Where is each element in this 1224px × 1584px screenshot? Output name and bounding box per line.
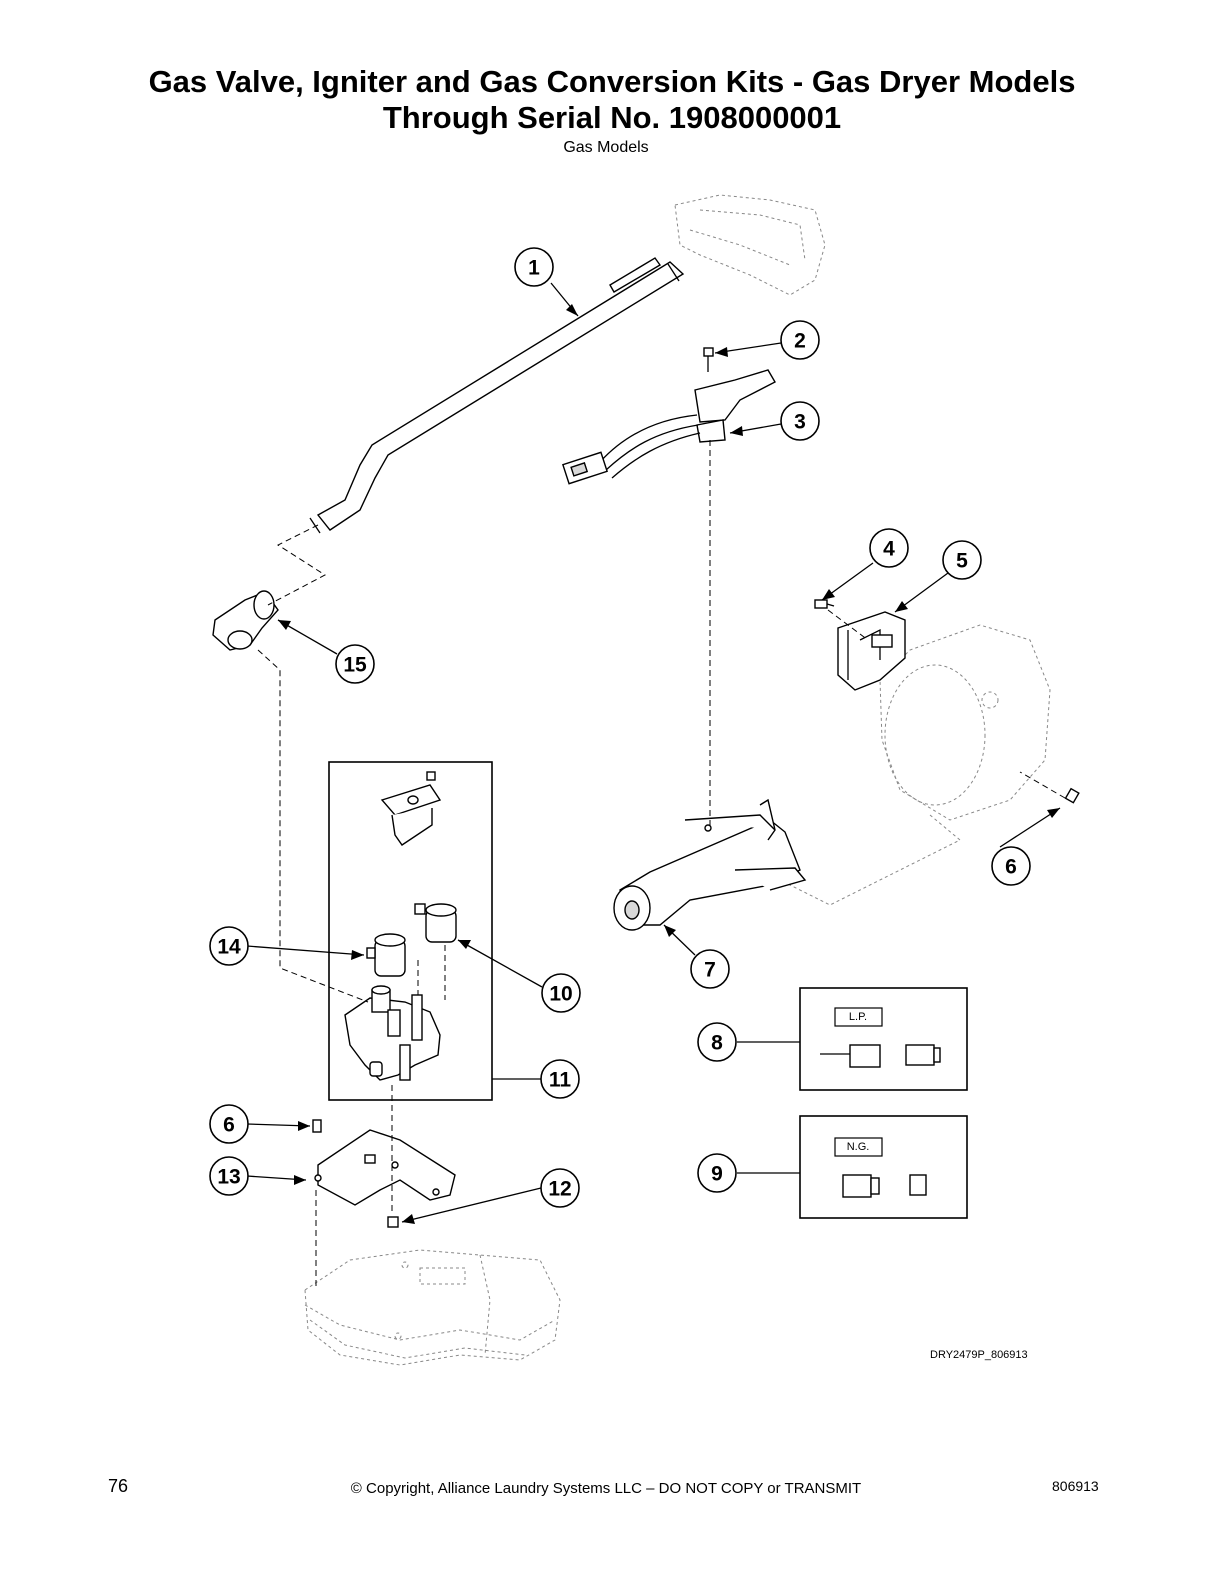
part-valve-mounting-plate [314,1129,456,1206]
callout-arrowheads [278,304,1060,1224]
callout-15: 15 [335,644,375,684]
svg-text:3: 3 [794,411,806,434]
callout-12: 12 [540,1168,580,1208]
diagram-title-line1: Gas Valve, Igniter and Gas Conversion Ki… [148,64,1076,99]
page-number: 76 [108,1476,129,1496]
drawing-id: DRY2479P_806913 [930,1349,1028,1361]
callout-3: 3 [780,401,820,441]
diagram-subtitle: Gas Models [563,139,649,156]
svg-text:7: 7 [704,959,716,982]
part-coil-right [414,903,457,943]
callout-14: 14 [209,926,249,966]
ghost-burner-housing [779,624,1051,906]
svg-text:6: 6 [1005,856,1017,879]
part-igniter-bracket [837,611,906,691]
svg-text:13: 13 [217,1166,240,1189]
part-plate-screw [387,1216,399,1228]
svg-text:4: 4 [883,538,895,561]
lp-kit-label: L.P. [849,1011,867,1023]
callout-5: 5 [942,540,982,580]
svg-text:10: 10 [549,983,572,1006]
lp-conversion-kit-box [799,987,968,1091]
svg-text:9: 9 [711,1163,723,1186]
callout-9: 9 [697,1153,737,1193]
part-gas-valve [344,985,441,1081]
callout-4: 4 [869,528,909,568]
ghost-base-plate [304,1249,561,1366]
callout-10: 10 [541,973,581,1013]
callout-2: 2 [780,320,820,360]
part-igniter [562,369,776,485]
ng-kit-label: N.G. [847,1141,870,1153]
part-gas-pipe [309,257,685,534]
svg-text:15: 15 [343,654,367,677]
svg-text:11: 11 [549,1069,572,1092]
part-elbow-fitting [212,590,279,651]
svg-text:8: 8 [711,1032,723,1055]
callout-11: 11 [540,1059,580,1099]
callout-1: 1 [514,247,554,287]
part-coil-left [366,933,406,977]
callout-8: 8 [697,1022,737,1062]
callout-7: 7 [690,949,730,989]
callout-13: 13 [209,1156,249,1196]
part-bracket-screw [814,599,835,609]
gas-valve-kit-box [328,761,493,1101]
document-number: 806913 [1052,1478,1099,1494]
svg-text:12: 12 [548,1178,571,1201]
svg-text:14: 14 [217,936,241,959]
ng-conversion-kit-box [799,1115,968,1219]
callout-6-right: 6 [991,846,1031,886]
ghost-top-bracket [674,194,826,296]
svg-text:5: 5 [956,550,968,573]
part-plate-screw-left [312,1119,322,1133]
copyright-notice: © Copyright, Alliance Laundry Systems LL… [350,1480,862,1497]
svg-text:1: 1 [528,257,540,280]
assembly-guide-lines [257,440,1066,1290]
part-burner-assembly [613,798,807,931]
part-valve-bracket [380,771,442,846]
svg-text:6: 6 [223,1114,235,1137]
svg-text:2: 2 [794,330,806,353]
diagram-title-line2: Through Serial No. 1908000001 [382,100,842,135]
part-igniter-screw [703,347,714,372]
callout-leaders [246,282,1061,1223]
callout-6-left: 6 [209,1104,249,1144]
part-housing-screw [1064,787,1080,804]
